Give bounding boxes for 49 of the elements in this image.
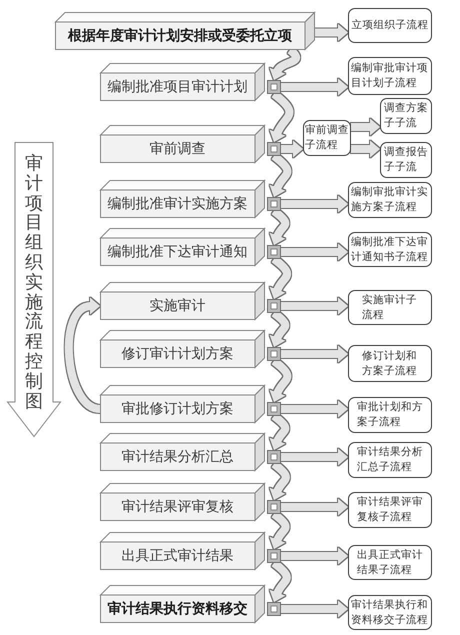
step-label: 修订审计计划方案 xyxy=(122,346,234,362)
subprocess-box xyxy=(348,442,432,478)
hollow-arrow xyxy=(281,548,348,564)
subprocess-label: 实施审计子流程 xyxy=(362,292,418,322)
step-label: 审计结果分析汇总 xyxy=(122,448,234,466)
subprocess-label: 调查报告子子流 xyxy=(384,145,428,175)
subprocess-label: 审计结果分析汇总子流程 xyxy=(357,445,423,475)
subprocess-label: 出具正式审计结果子流程 xyxy=(357,548,423,578)
subprocess-label: 立项组织子流程 xyxy=(352,18,428,33)
hollow-arrow xyxy=(281,196,348,212)
step-label: 实施审计 xyxy=(150,298,206,314)
subprocess-box xyxy=(348,345,432,382)
hollow-arrow xyxy=(315,24,348,41)
step-label: 审计结果评审复核 xyxy=(122,498,234,516)
subprocess-label: 审计结果评审复核子流程 xyxy=(357,495,423,525)
banner-title: 审计项目组织实施流程控制图 xyxy=(25,154,43,412)
hollow-arrow xyxy=(281,400,348,418)
hollow-arrow xyxy=(281,298,348,314)
loop-arrow xyxy=(64,298,101,413)
subprocess-box xyxy=(348,492,432,528)
hollow-arrow xyxy=(281,244,348,260)
subprocess-label: 编制审批审计实施方案子流程 xyxy=(351,185,429,215)
hollow-arrow xyxy=(351,140,380,158)
subprocess-label: 修订计划和方案子流程 xyxy=(362,348,418,378)
subprocess-box xyxy=(348,545,432,580)
subprocess-label: 审批计划和方案子流程 xyxy=(357,400,423,430)
step-label: 根据年度审计计划安排或受委托立项 xyxy=(68,28,292,44)
step-label: 编制批准审计实施方案 xyxy=(108,196,248,212)
step-label: 审前调查 xyxy=(150,140,206,158)
subprocess-box xyxy=(348,290,432,325)
step-label: 审批修订计划方案 xyxy=(122,400,234,418)
subprocess-label: 编制批准下达审计通知书子流程 xyxy=(351,234,429,264)
hollow-arrow xyxy=(351,118,380,136)
subprocess-label: 审前调查子流程 xyxy=(305,123,349,153)
hollow-arrow xyxy=(281,600,348,618)
subprocess-label: 编制审批审计项目计划子流程 xyxy=(351,61,429,91)
subprocess-box xyxy=(348,397,432,433)
step-label: 审计结果执行资料移交 xyxy=(108,600,248,618)
hollow-arrow xyxy=(281,346,348,362)
hollow-arrow xyxy=(281,498,348,516)
step-label: 出具正式审计结果 xyxy=(122,548,234,564)
step-label: 编制批准项目审计计划 xyxy=(108,78,248,96)
hollow-arrow xyxy=(281,140,303,158)
subprocess-label: 审计结果执行和资料移交子流程 xyxy=(351,598,429,628)
hollow-arrow xyxy=(281,78,348,96)
step-label: 编制批准下达审计通知 xyxy=(108,244,248,260)
hollow-arrow xyxy=(281,448,348,466)
subprocess-label: 调查方案子子流 xyxy=(384,101,428,131)
subprocess-box xyxy=(348,8,432,43)
